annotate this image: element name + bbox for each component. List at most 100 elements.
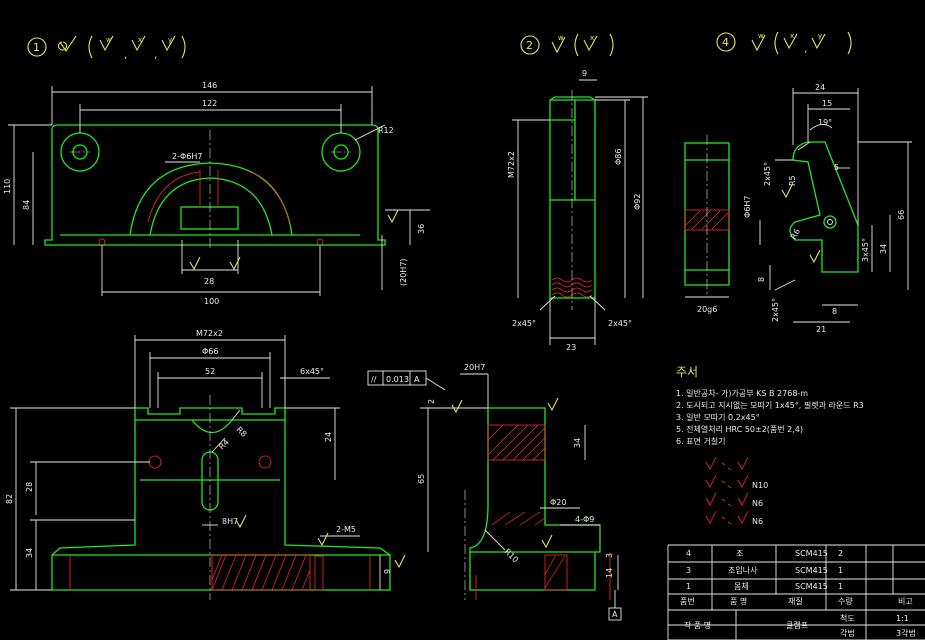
tol-symbol: // [371, 375, 377, 384]
bom-name-1: 조 [736, 549, 743, 558]
hatch-part4 [685, 210, 729, 230]
title-label: 작 품 명 [684, 620, 711, 630]
dim-15: 15 [822, 99, 832, 108]
note-line-2: 2. 도시되고 지시없는 모따기 1x45°, 필렛과 라운드 R3 [676, 400, 864, 410]
svg-text:,: , [124, 50, 127, 61]
dim-82: 82 [5, 494, 14, 504]
bom-header-mat: 재질 [788, 597, 803, 606]
projection-value: 3각법 [896, 628, 916, 638]
hole-2phi6h7: 2-Φ6H7 [172, 152, 202, 161]
bom-mat-1: SCM415 [795, 549, 828, 558]
svg-text:,: , [804, 44, 807, 55]
dim-r10: R10 [503, 547, 521, 565]
view-number: 1 [33, 41, 40, 54]
dim-28b: 28 [25, 482, 34, 492]
dim-r5: R5 [788, 175, 797, 186]
chamfer-3x45: 3x45° [861, 238, 870, 262]
dim-36: 36 [417, 224, 426, 234]
dim-20h7-ref: (20H7) [399, 258, 408, 286]
dim-146: 146 [202, 81, 217, 90]
dim-52: 52 [205, 367, 215, 376]
dim-8b: 8 [832, 307, 837, 316]
dim-8h7: 8H7 [222, 517, 238, 526]
bom-mat-3: SCM415 [795, 582, 828, 591]
angle-19: 19° [818, 118, 832, 127]
dim-8a: 8 [757, 277, 766, 282]
dim-122: 122 [202, 99, 217, 108]
dim-m72x2a: M72x2 [507, 151, 516, 178]
dim-phi86: Φ86 [614, 149, 623, 165]
bom-header-rem: 비고 [898, 597, 913, 606]
note-line-1: 1. 일반공차- 가)가공부 KS B 2768-m [676, 389, 808, 398]
dim-9a: 9 [582, 69, 587, 78]
bom-header-qty: 수량 [838, 596, 853, 606]
view-number: 2 [526, 39, 533, 52]
dim-24: 24 [324, 432, 333, 442]
bom-no-3: 1 [686, 582, 691, 591]
hole-4phi9: 4-Φ9 [575, 515, 594, 524]
bom-name-2: 조임나사 [728, 566, 758, 575]
dim-21: 21 [816, 325, 826, 334]
tol-value: 0.013 [386, 375, 409, 384]
part1-top-view: 146 122 R12 110 84 2-Φ6H7 28 100 36 (20H… [3, 81, 430, 306]
finish-n10: N10 [752, 481, 768, 490]
dim-3: 3 [605, 553, 614, 558]
dim-phi20: Φ20 [550, 498, 566, 507]
bom-qty-1: 2 [838, 549, 843, 558]
dim-r8: R8 [235, 425, 249, 439]
dim-110: 110 [3, 179, 12, 194]
dim-34c: 34 [573, 438, 582, 448]
finish-n6-b: N6 [752, 517, 763, 526]
dim-r4: R4 [217, 438, 231, 452]
dim-r12: R12 [378, 126, 394, 135]
note-line-5: 5. 전체열처리 HRC 50±2(품번 2,4) [676, 424, 803, 434]
dim-28: 28 [204, 277, 214, 286]
projection-label: 각법 [840, 628, 855, 638]
dim-9: 9 [383, 569, 392, 574]
dim-34: 34 [25, 548, 34, 558]
dim-m72x2: M72x2 [196, 329, 223, 338]
svg-text:w: w [758, 32, 764, 40]
bom-name-3: 몸체 [734, 581, 749, 591]
view-label-1: 1 w x y , , [27, 35, 186, 61]
svg-text:w: w [558, 34, 564, 42]
dim-phi6h7: Φ6H7 [743, 196, 752, 219]
dim-14: 14 [605, 568, 614, 578]
svg-text:y: y [168, 36, 172, 44]
hatch-side [487, 424, 566, 589]
dim-2: 2 [427, 399, 436, 404]
part4-view: Φ6H7 20g6 24 15 19° 5 R5 R6 2x45° 66 34 … [684, 83, 912, 334]
bom-qty-3: 1 [838, 582, 843, 591]
chamfer-6x45: 6x45° [300, 367, 324, 376]
part1-front-view: M72x2 Φ66 52 6x45° R8 R4 24 82 28 34 8H7… [5, 329, 406, 600]
part1-side-section: // 0.013 A 20H7 2 65 34 Φ20 4-Φ9 R10 14 … [367, 363, 622, 621]
chamfer-2x45-bottom: 2x45° [771, 298, 780, 322]
dim-23: 23 [566, 343, 576, 352]
scale-label: 척도 [840, 614, 855, 623]
bom-mat-2: SCM415 [795, 566, 828, 575]
bom-no-1: 4 [686, 549, 691, 558]
part2-view: 9 M72x2 Φ86 Φ92 2x45° 2x45° 23 [507, 69, 648, 352]
dim-100: 100 [204, 297, 219, 306]
dim-84: 84 [22, 200, 31, 210]
note-line-3: 3. 일반 모따기 0.2x45° [676, 413, 760, 422]
view-number: 4 [722, 36, 729, 49]
tol-datum: A [414, 375, 420, 384]
svg-text:x: x [790, 32, 794, 40]
dim-phi92: Φ92 [633, 194, 642, 210]
thread-2m5: 2-M5 [336, 525, 356, 534]
svg-text:x: x [138, 36, 142, 44]
svg-text:w: w [106, 36, 112, 44]
dim-20h7: 20H7 [464, 363, 485, 372]
bom-qty-2: 1 [838, 566, 843, 575]
scale-value: 1:1 [896, 614, 909, 623]
finish-n6-a: N6 [752, 499, 763, 508]
title-value: 클램프 [786, 620, 808, 630]
title-block: 4 조 SCM415 2 3 조임나사 SCM415 1 1 몸체 SCM415… [667, 544, 925, 640]
note-line-6: 6. 표면 거칠기 [676, 436, 726, 446]
dim-66: 66 [897, 210, 906, 220]
dim-24a: 24 [815, 83, 825, 92]
bom-no-2: 3 [686, 566, 691, 575]
notes-title: 주서 [676, 365, 698, 379]
